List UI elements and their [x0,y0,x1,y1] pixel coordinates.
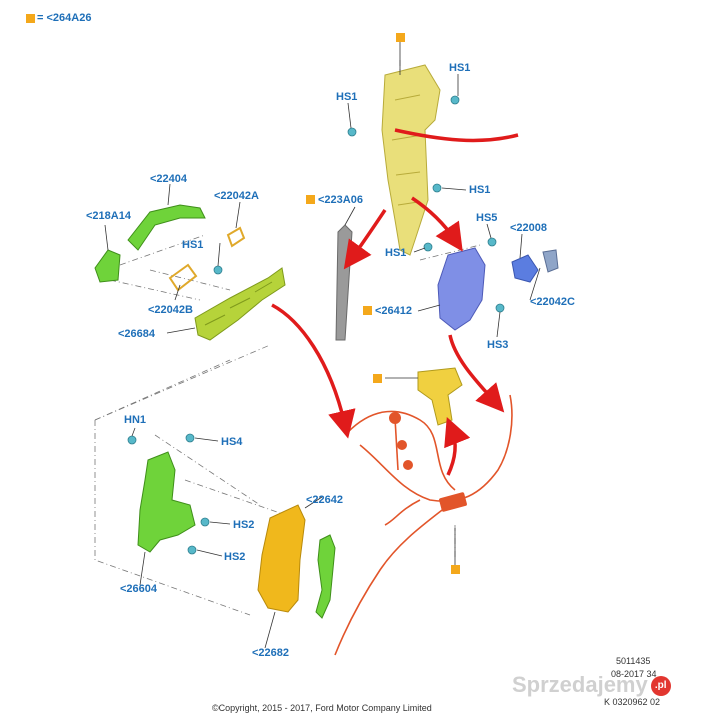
label-hn1: HN1 [124,414,147,426]
flow-arrows [271,128,519,476]
watermark: Sprzedajemy.pl [512,672,671,698]
doc-line-1: 5011435 [616,656,651,666]
label-hs1-handle: HS1 [182,239,204,251]
watermark-badge: .pl [650,676,671,697]
bolt-icon [185,433,195,443]
bolt-icon [450,95,460,105]
control-rod [335,224,353,341]
bracket-22042a [226,226,246,248]
bolt-icon [495,303,505,313]
bracket-22042b [168,263,198,292]
bolt-icon [187,545,197,555]
label-22042c: <22042C [530,296,575,308]
label-hs4: HS4 [221,436,243,448]
label-hs1-low: HS1 [385,247,407,259]
label-26604: <26604 [120,583,158,595]
lock-actuator [437,247,559,331]
handle-trim [315,534,336,619]
label-26412-swatch [363,306,372,315]
fasteners [127,95,505,555]
doc-line-2: 08-2017 34 [611,669,657,679]
label-hs3: HS3 [487,339,509,351]
watermark-text: Sprzedajemy [512,672,648,697]
marker-square [396,33,405,42]
label-26684: <26684 [118,328,156,340]
label-26412: <26412 [375,305,413,317]
bolt-icon [347,127,357,137]
marker-square [373,374,382,383]
legend-swatch [26,14,35,23]
handle-frame [194,267,286,341]
outer-handle [94,204,206,283]
label-hs2-a: HS2 [233,519,255,531]
inner-handle-housing [137,451,196,553]
bolt-icon [200,517,210,527]
label-hs1-top: HS1 [449,62,471,74]
label-22042a: <22042A [214,190,259,202]
label-hs1-left: HS1 [336,91,358,103]
label-218a14: <218A14 [86,210,131,222]
legend-text: = <264A26 [37,12,92,24]
bolt-icon [423,242,433,252]
bolt-icon [487,237,497,247]
label-223a06: <223A06 [318,194,363,206]
label-22042b: <22042B [148,304,193,316]
copyright: ©Copyright, 2015 - 2017, Ford Motor Comp… [212,703,432,713]
label-22682: <22682 [252,647,290,659]
doc-line-3: K 0320962 02 [604,697,661,707]
bolt-icon [213,265,223,275]
label-22404: <22404 [150,173,188,185]
label-22642: <22642 [306,494,344,506]
wiring-harness [334,394,513,656]
yellow-bracket [417,367,463,426]
latch-bracket [381,64,441,256]
leader-lines [104,42,541,649]
handle-bezel [257,504,306,613]
harness-connectors [389,412,467,512]
label-22008: <22008 [510,222,548,234]
label-hs1-mid: HS1 [469,184,491,196]
marker-square [451,565,460,574]
bolt-icon [127,435,137,445]
label-hs2-b: HS2 [224,551,246,563]
label-223a06-swatch [306,195,315,204]
label-hs5: HS5 [476,212,498,224]
bolt-icon [432,183,442,193]
